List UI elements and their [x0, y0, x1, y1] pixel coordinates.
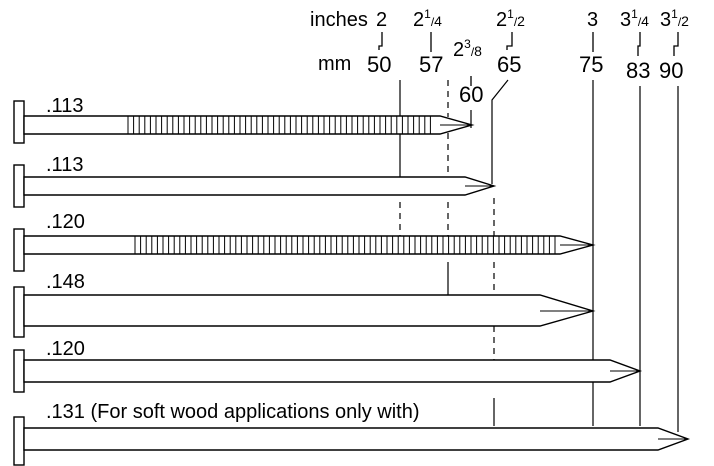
reference-lines [399, 79, 679, 432]
nail-head [13, 100, 25, 144]
nail-shank [23, 359, 643, 383]
nail-shank [23, 427, 691, 451]
mm-label-57: 57 [419, 52, 443, 77]
nail-shank [23, 176, 497, 196]
nail-shank [23, 115, 475, 135]
nail-head [13, 416, 25, 466]
scale-ticks [378, 32, 679, 86]
mm-label-83: 83 [626, 58, 650, 83]
nail-head [13, 286, 25, 338]
inch-label-3-1-2: 31/2 [660, 7, 689, 31]
nail-shank [23, 294, 596, 327]
nail-113-ring-60mm [13, 100, 475, 144]
length-scale-header: inches mm 2 50 21/4 57 23/8 60 21/2 65 3… [310, 7, 689, 107]
mm-unit-label: mm [318, 53, 351, 75]
nail-diameter-label: .113 [46, 95, 83, 117]
mm-label-90: 90 [659, 58, 683, 83]
inch-label-2-3-8: 23/8 [453, 37, 482, 61]
mm-label-60: 60 [459, 82, 483, 107]
nail-131-smooth-90mm [13, 416, 691, 466]
nail-120-ring-75mm [13, 228, 596, 272]
nail-diameter-label: .148 [46, 271, 85, 293]
nail-head [13, 228, 25, 272]
nail-diameter-label: .113 [46, 154, 83, 176]
mm-label-50: 50 [367, 52, 391, 77]
nail-diameter-label: .120 [46, 211, 85, 233]
inch-label-2-1-2: 21/2 [496, 7, 525, 31]
inches-unit-label: inches [310, 9, 368, 31]
nail-120-smooth-83mm [13, 349, 643, 393]
inch-label-2: 2 [376, 9, 387, 31]
nail-head [13, 164, 25, 208]
mm-label-75: 75 [579, 52, 603, 77]
mm-label-65: 65 [497, 52, 521, 77]
nails: .113 .113 .120 .148 .120 [13, 95, 691, 466]
nail-diameter-label: .131 (For soft wood applications only wi… [46, 401, 420, 423]
nail-diameter-label: .120 [46, 338, 85, 360]
nail-148-smooth-75mm [13, 286, 596, 338]
inch-label-3-1-4: 31/4 [620, 7, 649, 31]
ring-shank-grooves [134, 236, 556, 254]
guide-line-65mm [491, 79, 509, 184]
nail-113-smooth-65mm [13, 164, 497, 208]
inch-label-2-1-4: 21/4 [413, 7, 442, 31]
nail-head [13, 349, 25, 393]
inch-label-3: 3 [587, 9, 598, 31]
ring-shank-grooves [127, 116, 431, 134]
